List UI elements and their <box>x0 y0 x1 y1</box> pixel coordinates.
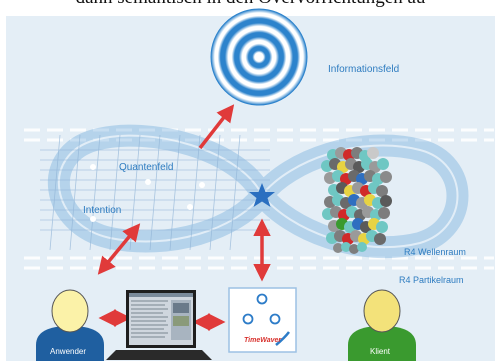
dna-molecule <box>321 147 392 254</box>
timewaver-box <box>228 287 297 353</box>
quantenfeld-label: Quantenfeld <box>119 162 174 173</box>
informationsfeld-target <box>210 8 308 106</box>
quantum-grid <box>40 134 270 251</box>
intention-label: Intention <box>83 205 122 216</box>
center-star-icon <box>249 183 275 207</box>
red-arrows <box>97 104 271 331</box>
laptop-icon <box>106 290 212 360</box>
field-dots <box>90 164 205 222</box>
informationsfeld-label: Informationsfeld <box>328 64 400 75</box>
klient-figure <box>348 289 416 361</box>
anwender-figure <box>36 289 104 361</box>
klient-label: Klient <box>370 347 391 356</box>
wellenraum-label: R4 Wellenraum <box>404 247 466 257</box>
timewaver-logo-text: TimeWaver <box>244 337 282 344</box>
cropped-caption-text: dann semantisch in den Overvorrichtungen… <box>0 0 501 13</box>
anwender-label: Anwender <box>50 347 87 356</box>
partikelraum-label: R4 Partikelraum <box>399 275 464 285</box>
